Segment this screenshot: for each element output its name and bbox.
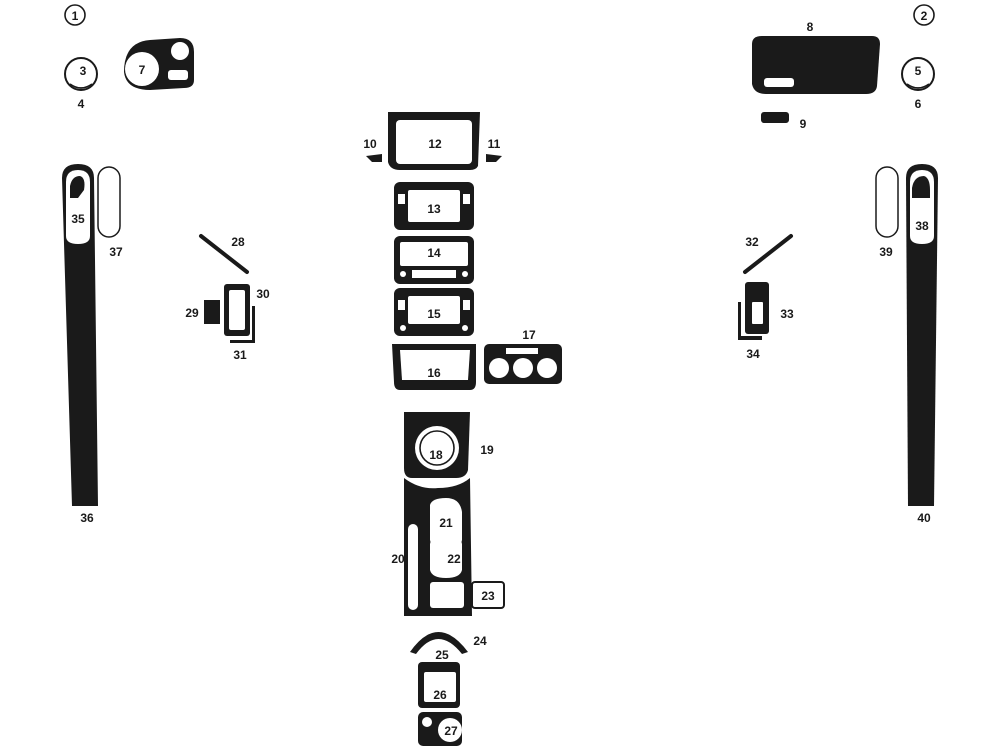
label-5: 5: [915, 64, 922, 78]
label-14: 14: [427, 246, 441, 260]
label-12: 12: [428, 137, 442, 151]
piece-26: 26: [418, 662, 460, 708]
piece-14: 14: [394, 236, 474, 284]
label-7: 7: [139, 63, 146, 77]
label-19: 19: [480, 443, 494, 457]
label-26: 26: [433, 688, 447, 702]
label-34: 34: [746, 347, 760, 361]
label-10: 10: [363, 137, 377, 151]
label-30: 30: [256, 287, 270, 301]
label-3: 3: [80, 64, 87, 78]
piece-2: 2: [913, 4, 935, 26]
piece-23: 23: [471, 581, 505, 609]
label-16: 16: [427, 366, 441, 380]
piece-31: 31: [230, 306, 255, 362]
piece-1: 1: [64, 4, 86, 26]
label-20: 20: [391, 552, 405, 566]
label-22: 22: [447, 552, 461, 566]
label-6: 6: [915, 97, 922, 111]
label-29: 29: [185, 306, 199, 320]
label-4: 4: [78, 97, 85, 111]
label-27: 27: [444, 724, 458, 738]
label-24: 24: [473, 634, 487, 648]
piece-16: 16: [392, 344, 476, 390]
piece-7: 7: [124, 38, 194, 90]
piece-20: 20: [391, 478, 472, 616]
label-9: 9: [800, 117, 807, 131]
piece-39: 39: [875, 166, 899, 259]
label-38: 38: [915, 219, 929, 233]
piece-28: 28: [199, 234, 249, 274]
piece-8: 8: [752, 20, 880, 94]
piece-24: 24: [410, 632, 487, 654]
piece-40: 40: [906, 164, 938, 525]
label-23: 23: [481, 589, 495, 603]
label-2: 2: [921, 9, 928, 23]
piece-12: 12: [388, 112, 480, 170]
label-13: 13: [427, 202, 441, 216]
label-18: 18: [429, 448, 443, 462]
label-15: 15: [427, 307, 441, 321]
label-32: 32: [745, 235, 759, 249]
label-35: 35: [71, 212, 85, 226]
label-11: 11: [488, 137, 501, 151]
label-31: 31: [233, 348, 247, 362]
piece-36: 36: [62, 164, 98, 525]
piece-5: 5: [901, 57, 935, 91]
piece-15: 15: [394, 288, 474, 336]
piece-34: 34: [738, 302, 762, 361]
piece-30: 30: [224, 284, 270, 336]
piece-10: 10: [363, 137, 382, 162]
label-21: 21: [439, 516, 453, 530]
piece-37: 37: [97, 166, 123, 259]
label-17: 17: [522, 328, 536, 342]
piece-11: 11: [486, 137, 502, 162]
piece-19: 19: [404, 412, 494, 478]
label-8: 8: [807, 20, 814, 34]
label-28: 28: [231, 235, 245, 249]
label-37: 37: [109, 245, 123, 259]
piece-3: 3: [64, 57, 98, 91]
piece-33: 33: [745, 282, 794, 334]
piece-17: 17: [484, 328, 562, 384]
piece-27: 27: [418, 712, 462, 746]
label-39: 39: [879, 245, 893, 259]
piece-13: 13: [394, 182, 474, 230]
piece-29: 29: [185, 300, 220, 324]
piece-9: 9: [761, 112, 807, 131]
piece-32: 32: [743, 234, 793, 274]
label-33: 33: [780, 307, 794, 321]
label-36: 36: [80, 511, 94, 525]
label-25: 25: [435, 648, 449, 662]
label-40: 40: [917, 511, 931, 525]
label-1: 1: [72, 9, 79, 23]
